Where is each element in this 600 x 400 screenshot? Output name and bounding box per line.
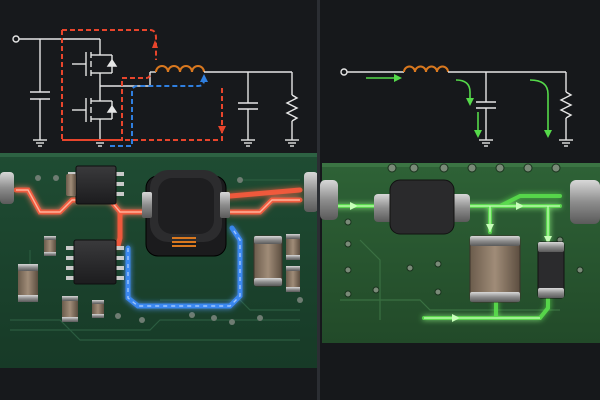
input-node [12, 35, 20, 43]
wound-inductor [374, 178, 470, 236]
low-side-mosfet [72, 86, 118, 140]
left-input-terminal [0, 172, 14, 204]
left-pcb-vias [35, 175, 303, 325]
left-schematic [12, 35, 299, 147]
right-pcb-vias [344, 163, 584, 298]
ceramic-capacitor-small [286, 234, 300, 292]
red-arrow-1 [152, 40, 158, 48]
ground-symbol-right-1 [479, 139, 493, 147]
high-side-mosfet [72, 39, 118, 86]
ground-symbol-right-2 [559, 139, 573, 147]
inductor-symbol-right [403, 65, 449, 73]
right-panel [320, 0, 600, 400]
red-arrow-2 [218, 126, 226, 134]
green-board-arrows [350, 202, 552, 322]
green-current-paths [366, 77, 549, 132]
load-resistor-symbol [285, 94, 299, 122]
smd-resistor [537, 241, 565, 299]
load-resistor-symbol-right [559, 91, 573, 119]
ground-symbol-3 [241, 139, 255, 147]
ground-symbol-4 [285, 139, 299, 147]
smd-resistor-left [18, 236, 56, 302]
blue-glow-path [125, 225, 243, 309]
blue-arrow [200, 74, 208, 82]
input-node-right [340, 68, 348, 76]
power-inductor [142, 170, 230, 257]
right-input-terminal [320, 180, 338, 220]
panel-divider [317, 0, 320, 400]
left-output-terminal [304, 172, 318, 212]
ground-symbol-1 [33, 139, 47, 147]
blue-current-path [110, 79, 205, 147]
ic-chip-top [68, 165, 124, 205]
green-arrowheads [394, 74, 552, 138]
red-current-return [62, 88, 223, 141]
ceramic-capacitor-large [253, 235, 283, 287]
right-output-terminal [570, 180, 600, 224]
inductor-symbol [155, 65, 205, 73]
ceramic-capacitor [469, 235, 521, 303]
ic-chip-bottom [66, 239, 124, 285]
smd-resistor-bottom [62, 174, 104, 322]
red-current-path [61, 29, 157, 141]
left-panel [0, 29, 318, 368]
right-schematic [340, 65, 573, 147]
